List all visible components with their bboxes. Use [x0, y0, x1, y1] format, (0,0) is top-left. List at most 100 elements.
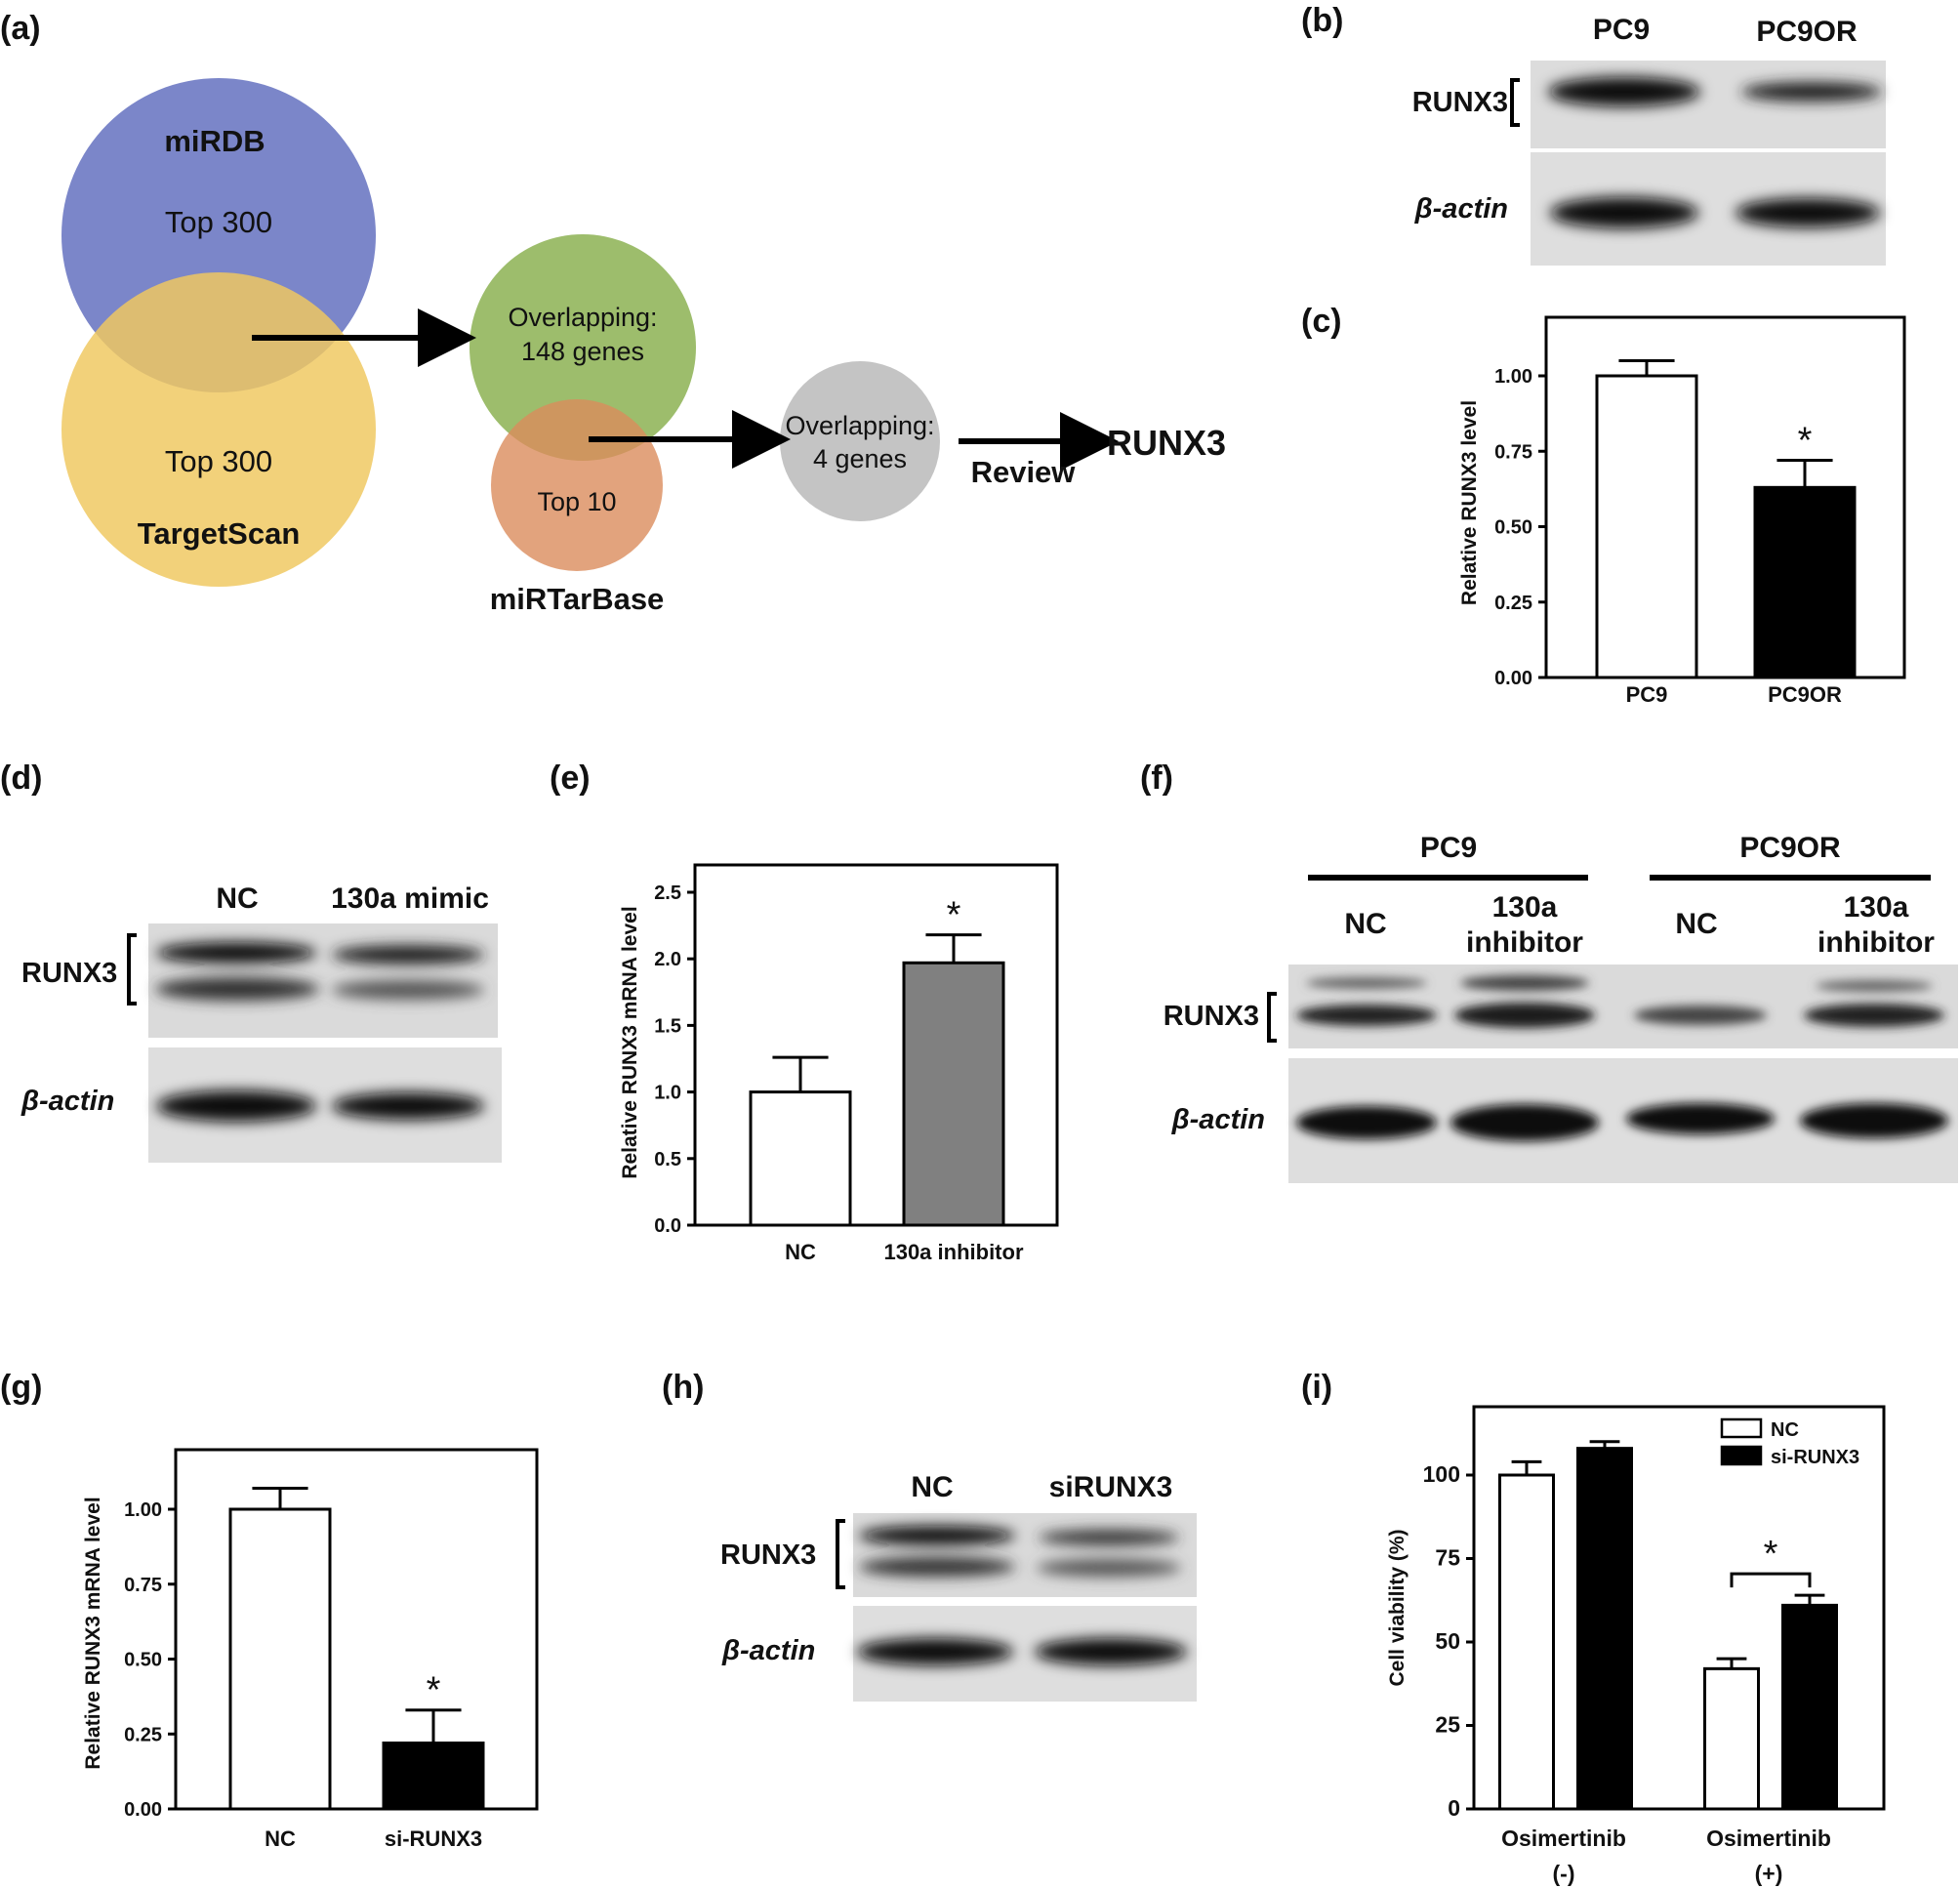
x-category-label: PC9 [1626, 682, 1668, 707]
y-tick-label: 2.0 [654, 949, 681, 970]
lane-label-f-1: NC [1344, 908, 1386, 940]
y-tick-label: 1.5 [654, 1015, 681, 1037]
band-runx3-lower-mimic [332, 980, 484, 1000]
x-category-label: Osimertinib [1706, 1826, 1831, 1851]
panel-label-h: (h) [662, 1369, 704, 1406]
y-tick-label: 1.0 [654, 1083, 681, 1104]
mirtarbase-circle [491, 399, 663, 571]
bar-si-runx3 [1576, 1447, 1633, 1811]
lane-label-f-4-line2: inhibitor [1817, 926, 1935, 959]
plot-frame [693, 863, 1059, 1227]
panel-b: (b) PC9 PC9OR RUNX3 β-actin [1301, 2, 1886, 266]
panel-label-b: (b) [1301, 2, 1343, 39]
panel-label-a: (a) [0, 10, 41, 47]
y-tick-label: 0 [1448, 1795, 1460, 1821]
row-label-actin: β-actin [721, 1635, 815, 1666]
y-tick-label: 25 [1435, 1712, 1460, 1738]
row-label-runx3: RUNX3 [21, 958, 117, 989]
targetscan-label: TargetScan [138, 516, 301, 551]
band-runx3-upper-si [1039, 1530, 1179, 1545]
plot-frame [1544, 315, 1906, 679]
blot-runx3-strip [1531, 61, 1886, 148]
bracket-runx3 [836, 1519, 845, 1589]
band-runx3-lower-1 [1296, 1005, 1437, 1026]
row-label-runx3: RUNX3 [720, 1539, 816, 1571]
bar [382, 1741, 485, 1811]
band-runx3-lower-nc [859, 1557, 1015, 1577]
x-category-label: si-RUNX3 [385, 1826, 482, 1851]
panel-label-g: (g) [0, 1369, 42, 1406]
band-actin-si [1035, 1638, 1187, 1665]
band-runx3-upper-4 [1816, 980, 1933, 992]
band-runx3-pc9 [1548, 77, 1700, 106]
targetscan-top300: Top 300 [165, 444, 272, 478]
band-runx3-lower-si [1037, 1559, 1181, 1577]
y-tick-label: 0.00 [124, 1799, 162, 1821]
lane-label-f-2-line1: 130a [1492, 891, 1558, 923]
bracket-runx3 [1267, 992, 1277, 1043]
y-tick-label: 0.50 [124, 1650, 162, 1671]
y-tick-label: 0.75 [1494, 441, 1532, 463]
panel-label-i: (i) [1301, 1369, 1332, 1406]
band-runx3-upper-mimic [332, 945, 484, 965]
row-label-actin: β-actin [20, 1086, 114, 1117]
y-tick-label: 0.50 [1494, 517, 1532, 539]
panel-h: (h) NC siRUNX3 RUNX3 β-actin [662, 1369, 1197, 1702]
lane-label-f-2-line2: inhibitor [1466, 926, 1583, 959]
y-tick-label: 2.5 [654, 882, 681, 904]
band-runx3-upper-1 [1306, 977, 1427, 989]
x-category-label: NC [265, 1826, 296, 1851]
lane-label-nc: NC [911, 1471, 953, 1503]
lane-label-nc: NC [216, 882, 258, 915]
bracket-runx3 [127, 933, 137, 1006]
row-label-actin: β-actin [1414, 193, 1508, 225]
panel-label-c: (c) [1301, 303, 1342, 340]
y-tick-label: 1.00 [1494, 366, 1532, 388]
mirdb-top300: Top 300 [165, 205, 272, 239]
panel-f: (f) PC9 PC9OR NC 130a inhibitor NC 130a … [1140, 759, 1958, 1183]
significance-star: * [1764, 1534, 1778, 1575]
group-label-pc9or: PC9OR [1739, 832, 1841, 864]
bar [1753, 485, 1857, 679]
mirtarbase-top10: Top 10 [537, 487, 616, 516]
group-label-pc9: PC9 [1420, 832, 1477, 864]
overlap-4-circle [780, 361, 940, 521]
bar [228, 1507, 332, 1811]
bar-si-runx3 [1781, 1603, 1838, 1811]
panel-d: (d) NC 130a mimic RUNX3 β-actin [0, 759, 502, 1163]
y-tick-label: 0.0 [654, 1215, 681, 1237]
lane-label-pc9or: PC9OR [1756, 16, 1858, 48]
blot-runx3-strip [853, 1513, 1197, 1597]
legend-label: si-RUNX3 [1771, 1447, 1859, 1468]
y-tick-label: 100 [1423, 1461, 1460, 1487]
band-runx3-lower-4 [1804, 1004, 1944, 1027]
band-runx3-upper-nc [156, 942, 316, 964]
band-runx3-lower-2 [1454, 1003, 1595, 1028]
overlap-148-line1: Overlapping: [508, 303, 657, 332]
y-tick-label: 1.00 [124, 1499, 162, 1521]
band-runx3-upper-2 [1460, 975, 1589, 991]
overlap-4-line2: 4 genes [813, 444, 907, 473]
lane-label-130a-mimic: 130a mimic [331, 882, 489, 915]
y-tick-label: 75 [1435, 1545, 1460, 1571]
mirdb-label: miRDB [164, 124, 265, 158]
y-axis-label: Cell viability (%) [1386, 1529, 1409, 1686]
result-runx3: RUNX3 [1107, 423, 1226, 463]
band-actin-4 [1800, 1103, 1948, 1138]
panel-label-e: (e) [550, 759, 591, 797]
plot-frame [174, 1448, 539, 1811]
band-runx3-upper-nc [859, 1526, 1015, 1545]
review-label: Review [971, 455, 1077, 489]
band-actin-2 [1450, 1104, 1599, 1141]
band-runx3-lower-3 [1634, 1006, 1767, 1025]
significance-bracket [1730, 1572, 1812, 1588]
y-tick-label: 0.25 [124, 1724, 162, 1745]
lane-label-f-3: NC [1675, 908, 1717, 940]
x-category-label: (-) [1553, 1861, 1575, 1886]
band-actin-nc [857, 1638, 1013, 1665]
